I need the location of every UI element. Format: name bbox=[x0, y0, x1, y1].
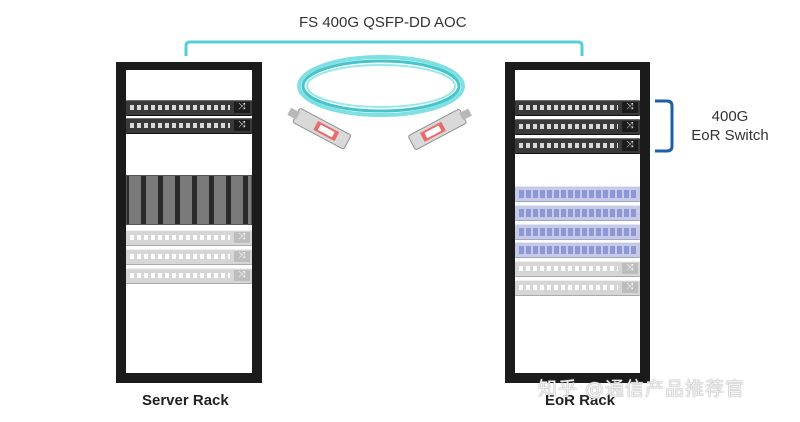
server-chassis bbox=[126, 175, 252, 225]
switch-unit: ⤨ bbox=[515, 280, 640, 296]
port-row bbox=[519, 285, 618, 290]
port-row bbox=[519, 124, 618, 129]
switch-unit: ⤨ bbox=[126, 118, 252, 134]
watermark: 知乎 @通信产品推荐官 bbox=[538, 378, 746, 400]
aoc-connection-line bbox=[184, 40, 584, 56]
eor-rack-interior: ⤨ ⤨ ⤨ ⤨ ⤨ bbox=[515, 70, 640, 373]
switch-unit: ⤨ bbox=[126, 249, 252, 265]
port-row bbox=[519, 209, 636, 217]
switch-port-icon: ⤨ bbox=[622, 263, 638, 274]
port-row bbox=[130, 273, 230, 278]
switch-port-icon: ⤨ bbox=[622, 121, 638, 132]
switch-group-label-line1: 400G bbox=[711, 108, 749, 125]
server-rack: ⤨ ⤨ ⤨ ⤨ ⤨ bbox=[116, 62, 262, 383]
diagram-title: FS 400G QSFP-DD AOC bbox=[299, 14, 467, 31]
port-row bbox=[519, 246, 636, 254]
server-rack-label: Server Rack bbox=[142, 392, 229, 409]
port-row bbox=[130, 123, 230, 128]
server-unit bbox=[515, 242, 640, 258]
switch-unit: ⤨ bbox=[515, 261, 640, 277]
switch-port-icon: ⤨ bbox=[234, 270, 250, 281]
eor-rack-label: EoR Rack bbox=[545, 392, 616, 409]
port-row bbox=[519, 190, 636, 198]
switch-unit: ⤨ bbox=[515, 138, 640, 154]
port-row bbox=[519, 105, 618, 110]
port-row bbox=[130, 235, 230, 240]
qsfp-dd-module-right bbox=[408, 108, 472, 150]
switch-port-icon: ⤨ bbox=[234, 120, 250, 131]
switch-port-icon: ⤨ bbox=[622, 140, 638, 151]
switch-port-icon: ⤨ bbox=[234, 251, 250, 262]
switch-unit: ⤨ bbox=[515, 119, 640, 135]
switch-unit: ⤨ bbox=[126, 230, 252, 246]
aoc-cable-illustration bbox=[287, 55, 472, 150]
eor-rack: ⤨ ⤨ ⤨ ⤨ ⤨ bbox=[505, 62, 650, 383]
switch-port-icon: ⤨ bbox=[622, 102, 638, 113]
switch-port-icon: ⤨ bbox=[622, 282, 638, 293]
switch-unit: ⤨ bbox=[126, 268, 252, 284]
qsfp-dd-module-left bbox=[287, 107, 352, 150]
switch-unit: ⤨ bbox=[515, 100, 640, 116]
switch-port-icon: ⤨ bbox=[234, 232, 250, 243]
switch-unit: ⤨ bbox=[126, 100, 252, 116]
switch-group-label-line2: EoR Switch bbox=[691, 127, 769, 144]
server-unit bbox=[515, 224, 640, 240]
server-rack-interior: ⤨ ⤨ ⤨ ⤨ ⤨ bbox=[126, 70, 252, 373]
port-row bbox=[519, 266, 618, 271]
port-row bbox=[519, 228, 636, 236]
switch-group-label: 400G EoR Switch bbox=[680, 107, 780, 145]
port-row bbox=[519, 143, 618, 148]
server-unit bbox=[515, 186, 640, 202]
switch-port-icon: ⤨ bbox=[234, 102, 250, 113]
port-row bbox=[130, 254, 230, 259]
server-unit bbox=[515, 205, 640, 221]
port-row bbox=[130, 105, 230, 110]
switch-group-brace bbox=[655, 99, 674, 153]
